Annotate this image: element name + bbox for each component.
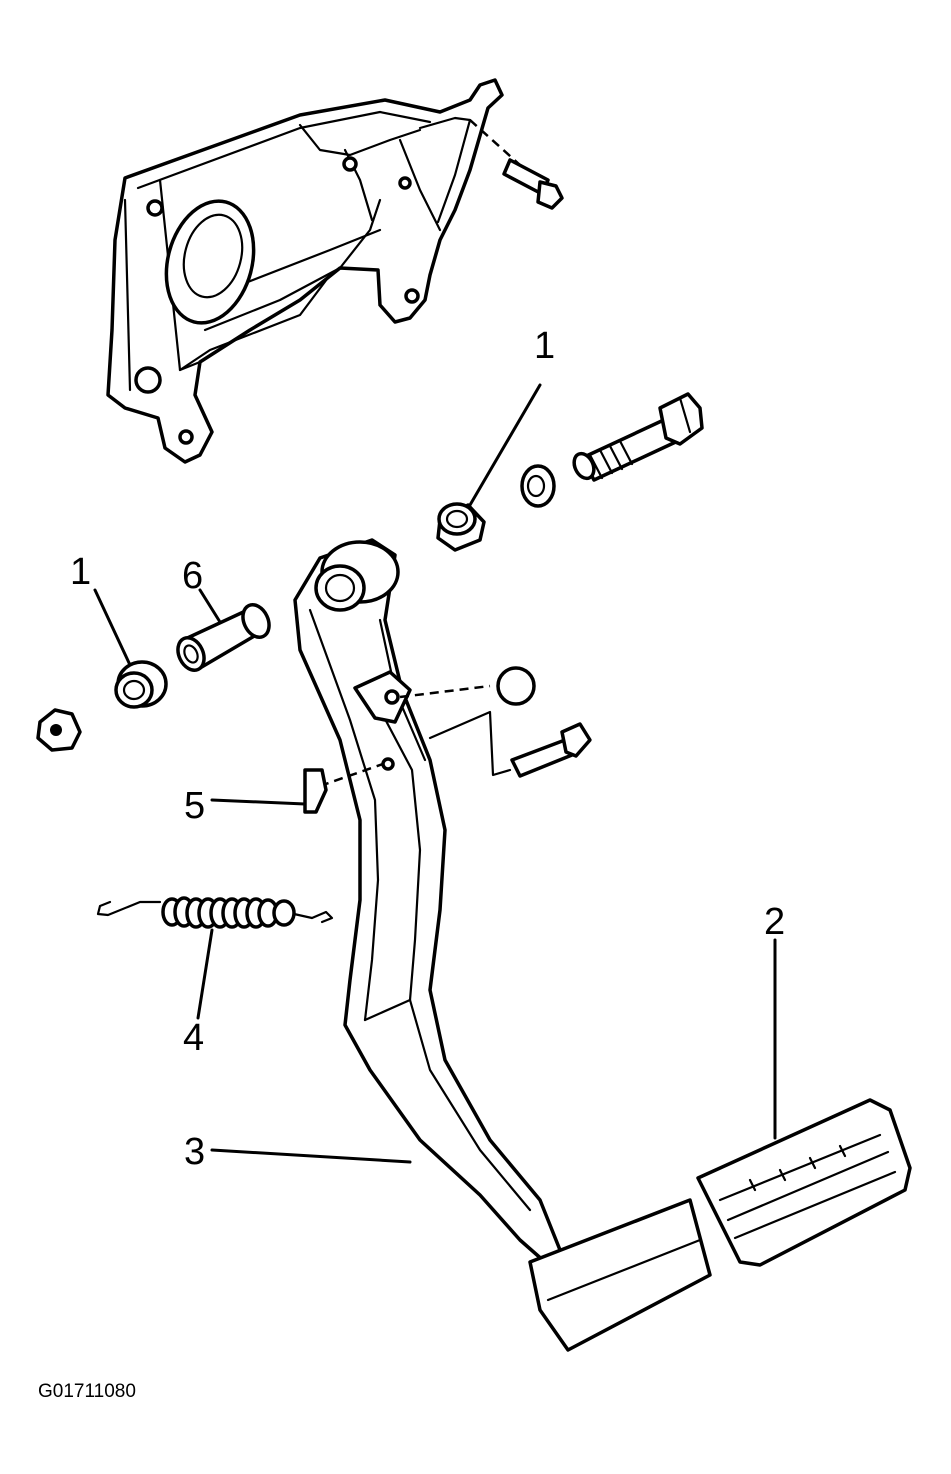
spacer-sleeve (176, 603, 271, 672)
leader-lines (93, 383, 777, 1164)
bushing-left (114, 660, 168, 709)
callout-4-spring: 4 (183, 1017, 204, 1059)
leader-6 (198, 588, 222, 624)
leader-5 (210, 798, 307, 806)
callout-2-pad-cover: 2 (764, 901, 785, 943)
pedal-mounting-bracket (106, 78, 564, 464)
pivot-nut (36, 708, 82, 752)
leader-1a (468, 383, 542, 507)
callout-1-bushing-left: 1 (70, 551, 91, 593)
return-spring (96, 896, 334, 929)
leader-1b (93, 588, 132, 667)
callout-3-pedal: 3 (184, 1131, 205, 1173)
callout-5-clip: 5 (184, 785, 205, 827)
leader-4 (196, 928, 214, 1020)
pivot-bolt (572, 392, 704, 482)
brake-pedal-arm (293, 538, 712, 1352)
stoplamp-switch (399, 666, 592, 778)
figure-id: G01711080 (38, 1381, 136, 1402)
callout-1-bushing-right: 1 (534, 325, 555, 367)
bushing-right (436, 502, 486, 552)
pedal-pad-cover (696, 1098, 912, 1267)
pivot-washer (520, 464, 556, 508)
callout-6-sleeve: 6 (182, 555, 203, 597)
leader-3 (210, 1148, 412, 1164)
